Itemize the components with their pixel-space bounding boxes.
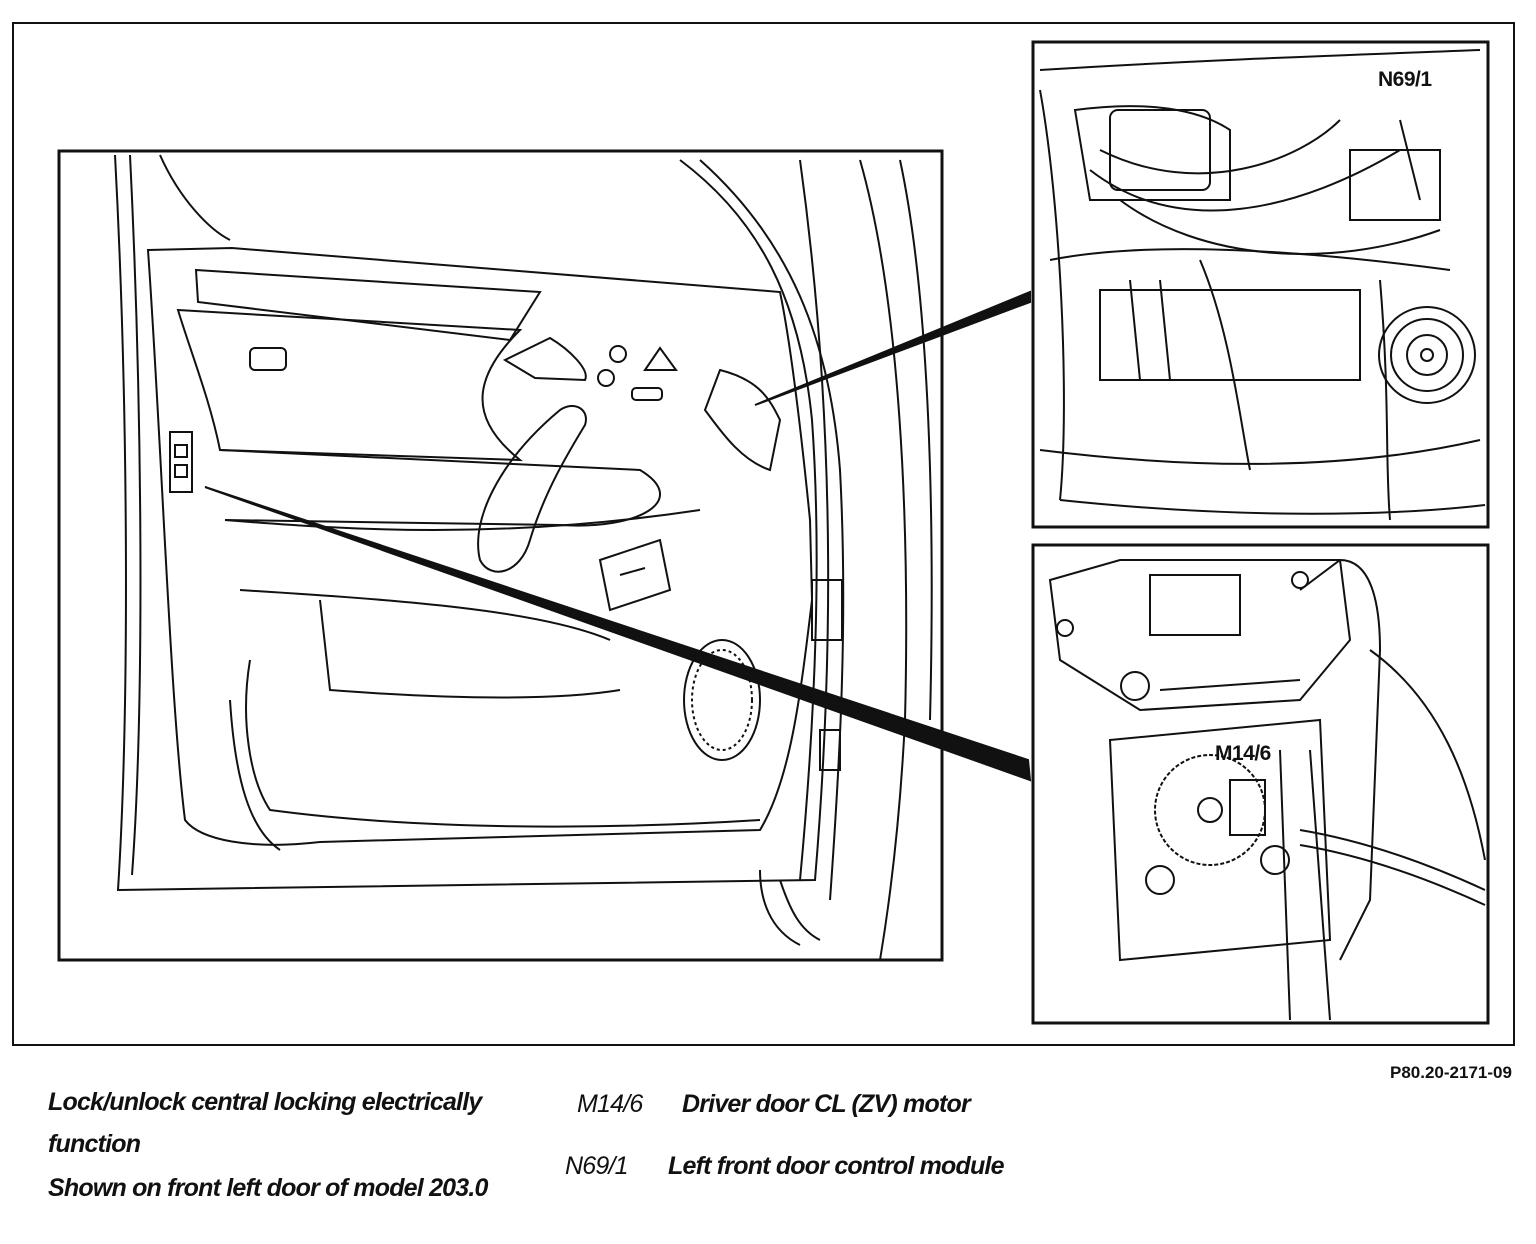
door-trim-panel [146, 246, 814, 846]
upper-inset-frame [1031, 40, 1490, 529]
callout-n69-1: N69/1 [1378, 68, 1432, 91]
caption-line-2: function [48, 1130, 141, 1158]
legend-desc-n69-1: Left front door control module [668, 1152, 1004, 1180]
legend-desc-m14-6: Driver door CL (ZV) motor [682, 1090, 971, 1118]
figure-id: P80.20-2171-09 [1390, 1063, 1512, 1082]
figure-frame [12, 22, 1515, 1046]
inset-speaker [1378, 306, 1476, 404]
main-door-view-frame [57, 149, 944, 962]
caption-line-1: Lock/unlock central locking electrically [48, 1088, 482, 1116]
door-shell-outline [114, 154, 830, 892]
lower-inset-frame [1031, 543, 1490, 1025]
inner-door-handle [502, 336, 587, 382]
callout-m14-6: M14/6 [1215, 742, 1271, 765]
leader-line-lower [204, 486, 1032, 782]
legend-code-m14-6: M14/6 [577, 1090, 643, 1118]
leader-line-upper [754, 290, 1031, 406]
legend-code-n69-1: N69/1 [565, 1152, 629, 1180]
caption-line-3: Shown on front left door of model 203.0 [48, 1174, 488, 1202]
speaker-grille [683, 639, 761, 761]
pull-handle [477, 405, 587, 573]
motor-gear [1154, 754, 1266, 866]
